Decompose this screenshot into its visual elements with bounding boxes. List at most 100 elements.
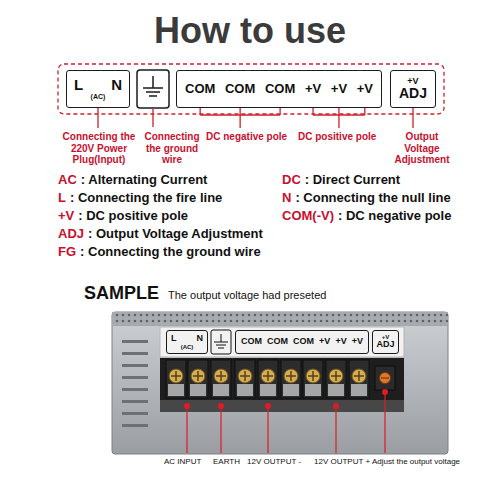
- label-group: DC positive pole: [298, 131, 376, 143]
- definition-row: COM(-V): DC negative pole: [282, 208, 451, 224]
- terminal-screw: [211, 360, 231, 398]
- ground-terminal-part: [143, 76, 163, 96]
- label-group: SAMPLE: [84, 283, 159, 304]
- adjust-potentiometer-part: [380, 373, 391, 384]
- terminal-screw-part: [349, 360, 369, 398]
- leader-line: [200, 108, 201, 115]
- terminal-label-box: +VADJ: [372, 330, 399, 354]
- label-group: Adjust the output voltage: [372, 457, 460, 466]
- terminal-name: COM: [225, 82, 255, 96]
- terminal-name: +V: [305, 82, 321, 96]
- marker-lines-part: [267, 406, 268, 453]
- label-group: The output voltage had preseted: [168, 289, 326, 301]
- abbreviation: COM(-V): [282, 208, 334, 223]
- terminal-screw-part: [306, 369, 320, 383]
- text-row: (AC): [171, 344, 203, 350]
- callout-note: Output Voltage Adjustment: [395, 131, 450, 165]
- terminal-screw-part: [190, 384, 206, 396]
- terminal-name: N: [197, 334, 204, 344]
- abbreviation: AC: [58, 172, 77, 187]
- text-row: LN: [171, 334, 203, 344]
- vent-slots-part: [122, 340, 148, 343]
- marker-dots: [184, 389, 388, 409]
- terminal-screw-part: [238, 369, 252, 383]
- terminal-label-box: COMCOMCOM+V+V+V: [176, 70, 382, 108]
- terminal-name: COM: [267, 337, 288, 347]
- adjust-potentiometer-part: [375, 366, 395, 390]
- leader-line: [338, 108, 339, 115]
- text-row: (AC): [74, 93, 122, 101]
- label-group: 12V OUTPUT -: [247, 457, 301, 466]
- abbreviation: +V: [58, 208, 74, 223]
- terminal-screw-part: [240, 371, 250, 381]
- terminal-label-box: LN(AC): [166, 330, 208, 354]
- terminal-screw: [188, 360, 208, 398]
- terminal-screw-part: [171, 371, 181, 381]
- terminal-caption: Adjust the output voltage: [372, 457, 460, 466]
- terminal-name: ADJ: [376, 340, 394, 350]
- terminal-screw: [326, 360, 346, 398]
- ground-terminal-part: [211, 330, 231, 354]
- terminal-screw-part: [326, 360, 346, 398]
- marker-lines-part: [335, 406, 336, 453]
- power-supply-photo-part: [112, 312, 448, 454]
- terminal-screw-part: [284, 369, 298, 383]
- abbreviation: DC: [282, 172, 301, 187]
- definition-row: +V : DC positive pole: [58, 208, 188, 224]
- terminal-name: COM: [185, 82, 215, 96]
- terminal-screw: [349, 360, 369, 398]
- terminal-screw: [235, 360, 255, 398]
- power-supply-photo: [112, 312, 448, 454]
- marker-lines-part: [186, 406, 187, 453]
- callout-note: DC positive pole: [298, 131, 376, 142]
- terminal-caption: 12V OUTPUT +: [314, 457, 370, 466]
- terminal-name: L: [74, 77, 83, 93]
- ground-terminal: [211, 330, 231, 354]
- callout-note: DC negative pole: [206, 131, 287, 142]
- marker-dots-part: [333, 403, 339, 409]
- terminal-screw-part: [193, 371, 203, 381]
- terminal-screw-part: [331, 371, 341, 381]
- text-row: COMCOMCOM+V+V+V: [185, 82, 373, 96]
- terminal-screw-part: [261, 369, 275, 383]
- definition-row: L: Connecting the fire line: [58, 190, 222, 206]
- definition: : DC positive pole: [78, 208, 188, 223]
- label-group: Connecting the ground wire: [141, 131, 203, 166]
- label-group: DC negative pole: [206, 131, 287, 143]
- ground-terminal-part: [214, 334, 228, 348]
- marker-dots-part: [265, 403, 271, 409]
- dashed-frame: [58, 64, 444, 114]
- terminal-screw-part: [258, 360, 278, 398]
- definition-row: ADJ: Output Voltage Adjustment: [58, 226, 263, 242]
- terminal-screw-part: [213, 384, 229, 396]
- vent-slots: [122, 340, 148, 427]
- definition-row: AC : Alternating Current: [58, 172, 207, 188]
- definition: : Alternating Current: [81, 172, 208, 187]
- terminal-screw-part: [263, 371, 273, 381]
- terminal-name: ADJ: [399, 86, 427, 101]
- terminal-screw-part: [303, 360, 323, 398]
- terminal-name: +V: [335, 337, 346, 347]
- terminal-screw-part: [329, 369, 343, 383]
- terminal-screw-part: [260, 384, 276, 396]
- terminal-screw-part: [354, 371, 364, 381]
- marker-lines-part: [220, 406, 221, 453]
- terminal-screw: [303, 360, 323, 398]
- text-row: ADJ: [376, 340, 395, 350]
- abbreviation: N: [282, 190, 291, 205]
- terminal-name: COM: [293, 337, 314, 347]
- leader-line: [152, 108, 153, 127]
- label-strip: [160, 327, 404, 357]
- label-group: EARTH: [213, 457, 240, 466]
- terminal-label-box: COMCOMCOM+V+V+V: [235, 330, 369, 354]
- terminal-screw-part: [166, 360, 186, 398]
- text-row: ADJ: [396, 86, 430, 101]
- terminal-screw-part: [216, 371, 226, 381]
- marker-lines: [187, 392, 385, 453]
- terminal-name: +V: [357, 82, 373, 96]
- terminal-screw-part: [214, 369, 228, 383]
- terminal-screw-part: [328, 384, 344, 396]
- adjust-potentiometer: [375, 366, 395, 390]
- leader-line: [279, 108, 280, 115]
- vent-slots-part: [122, 376, 148, 379]
